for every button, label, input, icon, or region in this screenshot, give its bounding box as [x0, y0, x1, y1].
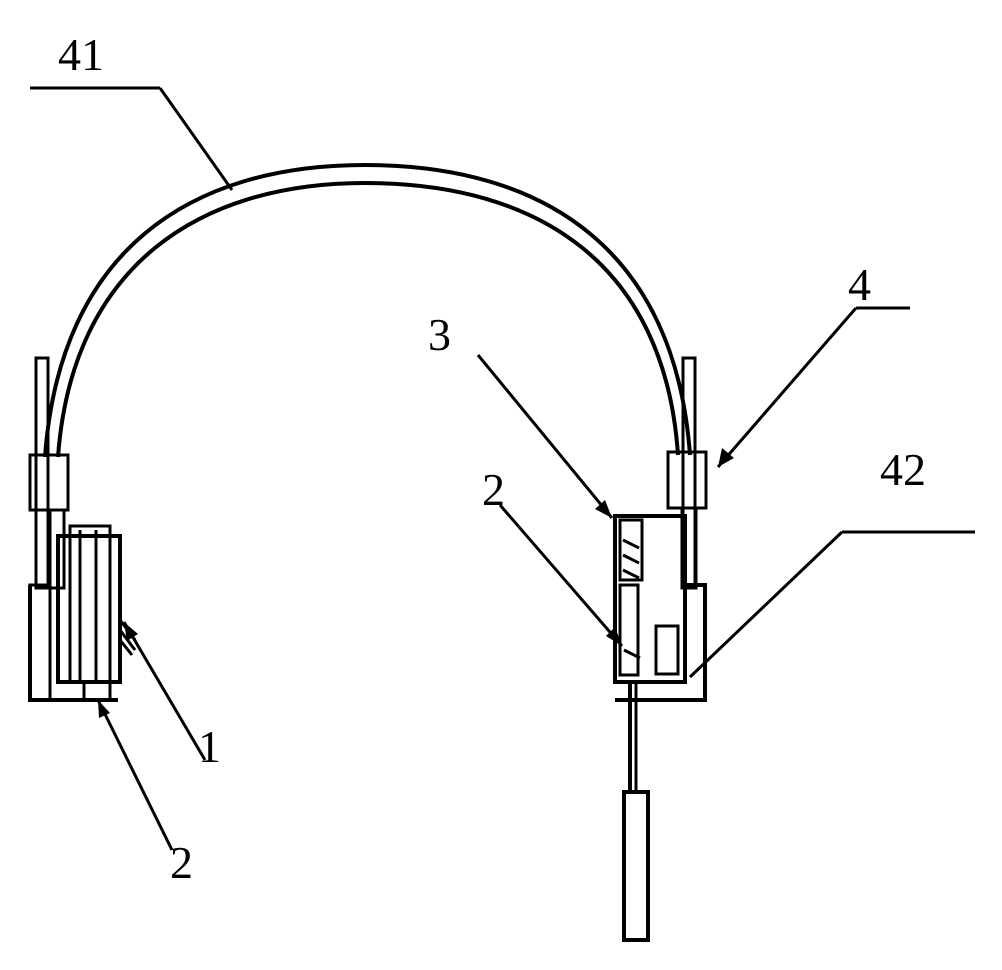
right-housing: [613, 514, 687, 684]
right-inner-channel: [618, 583, 640, 677]
label-2-left: 2: [170, 837, 193, 888]
label-3: 3: [428, 309, 451, 360]
right-earpiece: [613, 356, 708, 942]
left-earpiece: [28, 356, 137, 702]
right-slider-block: [666, 450, 708, 510]
right-rail-inner: [680, 506, 698, 590]
left-bottom-part: [82, 680, 112, 702]
label-2-right: 2: [482, 464, 505, 515]
label-42: 42: [880, 444, 926, 495]
leader-lines: [30, 86, 975, 851]
reference-labels: 41 4 42 3 2 1 2: [58, 29, 926, 888]
label-41: 41: [58, 29, 104, 80]
label-1: 1: [198, 721, 221, 772]
headband: [43, 162, 692, 458]
label-4: 4: [848, 259, 871, 310]
right-small-block: [654, 624, 680, 676]
right-frame: [615, 583, 707, 702]
right-top-part: [618, 518, 644, 582]
plug: [622, 790, 650, 942]
left-rail-outer: [34, 356, 50, 590]
